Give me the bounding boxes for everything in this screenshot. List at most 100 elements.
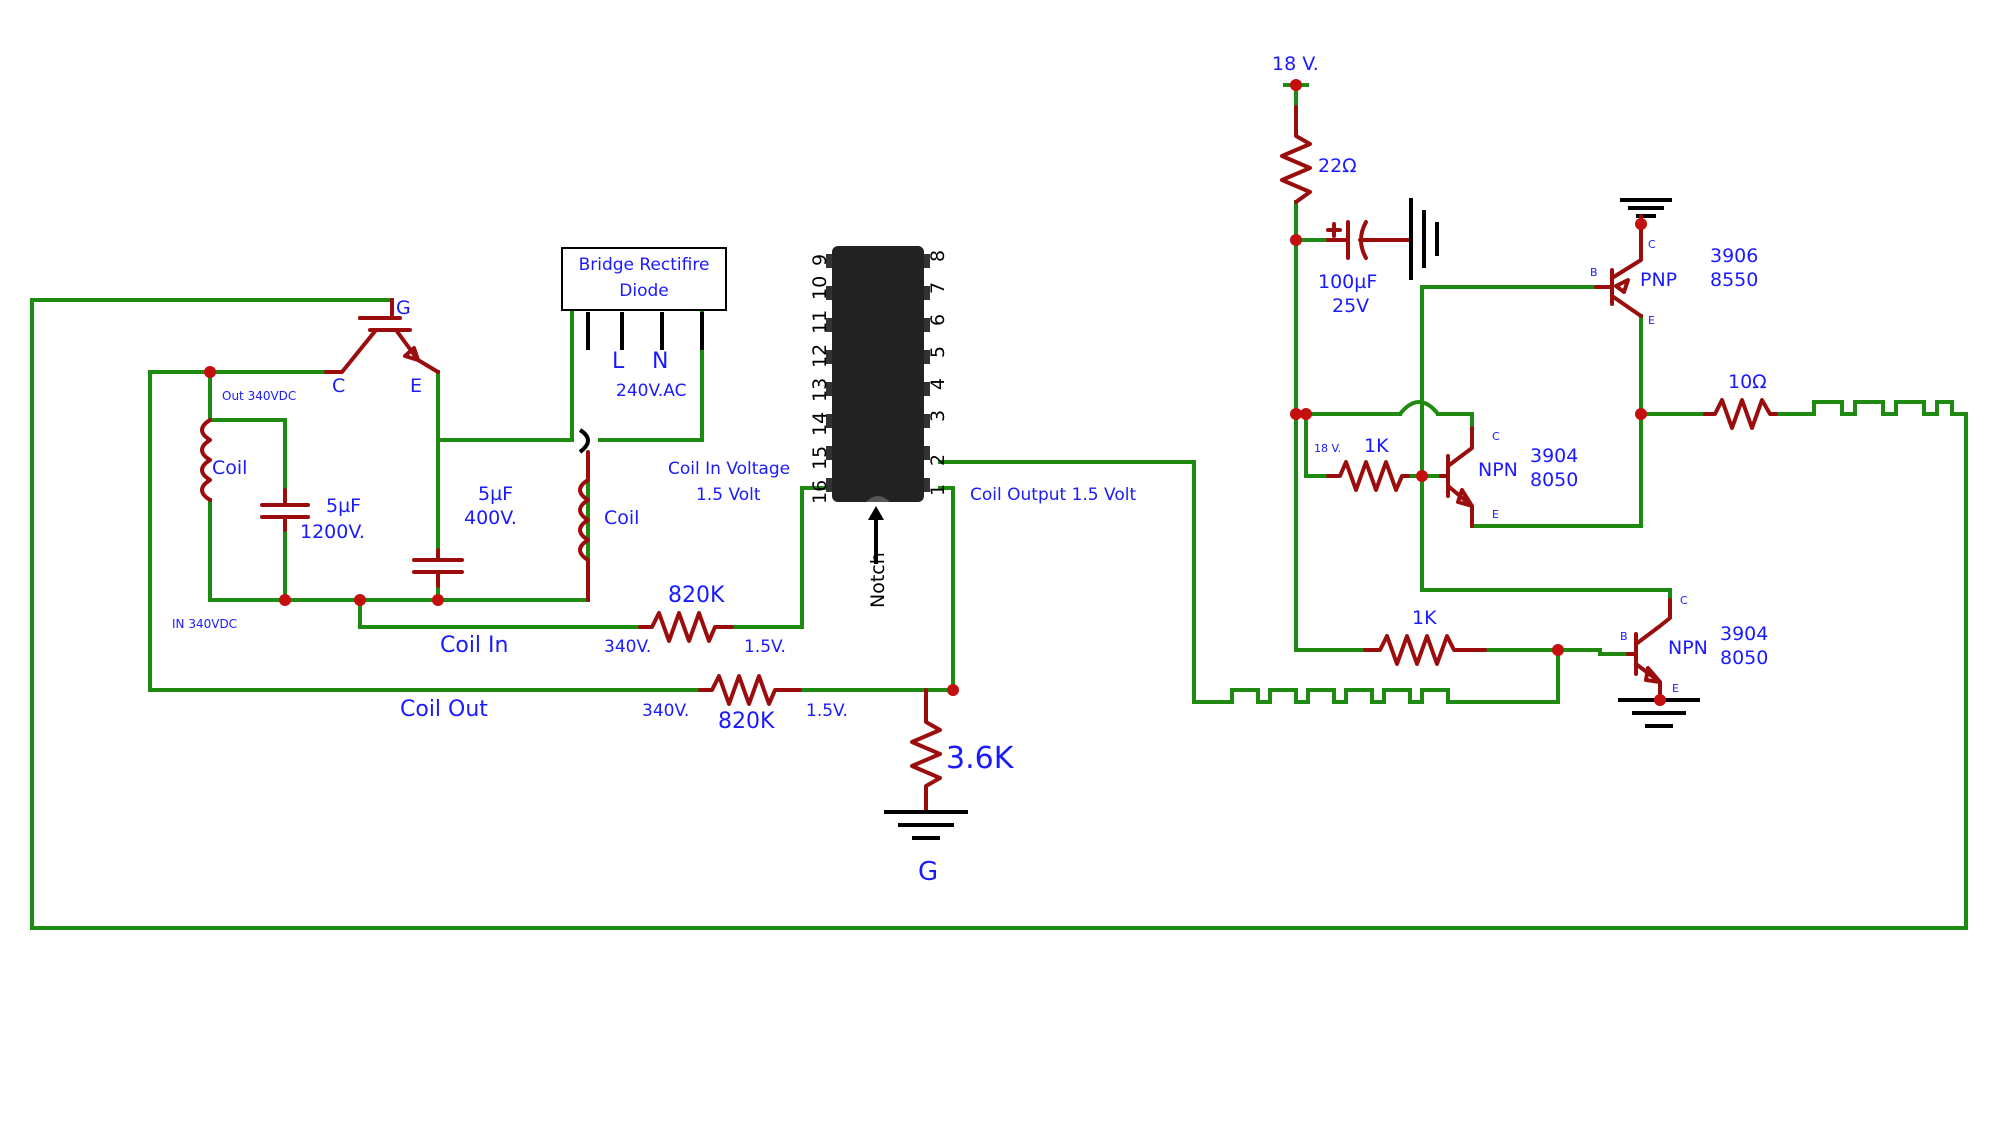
label-r820-top: 820K — [668, 583, 725, 608]
label-cap2-rating: 400V. — [464, 507, 517, 529]
ic-right-pin-numbers: 8 7 6 5 4 3 2 1 — [927, 250, 949, 496]
ground-symbol-3-6k — [884, 810, 968, 840]
bridge-rectifier — [561, 247, 727, 350]
label-bridge-n: N — [652, 349, 668, 374]
npn1-pin-e: E — [1492, 508, 1499, 521]
ic-pin-7: 7 — [927, 282, 949, 294]
label-r820-bot: 820K — [718, 709, 775, 734]
ic-pin-3: 3 — [927, 410, 949, 422]
ic-pin-2: 2 — [927, 454, 949, 466]
capacitor-5uf-1200v — [260, 488, 310, 532]
npn2-pin-c: C — [1680, 594, 1688, 607]
ground-symbol-cap — [1409, 198, 1439, 280]
label-coil-output: Coil Output 1.5 Volt — [970, 485, 1136, 505]
wire-crossover-jumpers — [578, 400, 1440, 454]
label-npn2-code2: 8050 — [1720, 647, 1768, 669]
ic-pin-16: 16 — [809, 480, 831, 504]
label-coil-out: Coil Out — [400, 697, 488, 722]
resistor-1k-bottom — [1363, 634, 1487, 666]
label-bridge-ac: 240V.AC — [616, 381, 687, 401]
label-r1k-bottom: 1K — [1412, 607, 1437, 629]
label-npn1-type: NPN — [1478, 459, 1518, 481]
inductor-coil-left — [200, 418, 212, 502]
labels: 18 V. 22Ω 100µF 25V C B E PNP 3906 8550 … — [172, 53, 1768, 887]
label-ground-g: G — [918, 857, 938, 887]
igbt-transistor — [324, 298, 440, 374]
resistor-1k-top — [1326, 460, 1410, 492]
resistor-820k-bottom — [698, 674, 802, 706]
label-pnp-code1: 3906 — [1710, 245, 1758, 267]
label-npn1-code1: 3904 — [1530, 445, 1578, 467]
label-18v: 18 V. — [1272, 53, 1319, 75]
label-bridge-l: L — [612, 349, 625, 374]
label-r10: 10Ω — [1728, 371, 1767, 393]
label-cap2-value: 5µF — [478, 483, 513, 505]
pnp-pin-b: B — [1590, 266, 1598, 279]
ic-pin-15: 15 — [809, 446, 831, 470]
label-pnp-type: PNP — [1640, 269, 1677, 291]
label-npn2-code1: 3904 — [1720, 623, 1768, 645]
label-coil-in-voltage-2: 1.5 Volt — [696, 485, 761, 505]
label-npn1-code2: 8050 — [1530, 469, 1578, 491]
ic-pin-4: 4 — [927, 378, 949, 390]
ic-pin-13: 13 — [809, 378, 831, 402]
label-c100-value: 100µF — [1318, 271, 1377, 293]
inductor-coil-middle — [578, 450, 590, 602]
label-cap1-rating: 1200V. — [300, 521, 365, 543]
label-r820-top-left: 340V. — [604, 637, 651, 657]
resistor-22-ohm — [1280, 105, 1312, 204]
label-igbt-e: E — [410, 375, 422, 397]
label-bridge-line2: Diode — [619, 281, 668, 301]
label-r820-bot-left: 340V. — [642, 701, 689, 721]
ic-pin-12: 12 — [809, 344, 831, 368]
resistor-10-ohm — [1703, 398, 1778, 430]
npn-transistor-1 — [1439, 426, 1474, 528]
label-notch: Notch — [867, 552, 889, 608]
resistor-820k-top — [638, 611, 734, 643]
label-coil-in-voltage-1: Coil In Voltage — [668, 459, 790, 479]
label-igbt-c: C — [332, 375, 345, 397]
label-r3-6k: 3.6K — [946, 741, 1015, 776]
ic-pin-14: 14 — [809, 412, 831, 436]
label-18v-small: 18 V. — [1314, 442, 1341, 455]
pnp-transistor — [1594, 198, 1672, 318]
label-bridge-line1: Bridge Rectifire — [579, 255, 710, 275]
ic-left-pin-numbers: 9 10 11 12 13 14 15 16 — [809, 254, 831, 504]
pnp-pin-e: E — [1648, 314, 1655, 327]
pnp-pin-c: C — [1648, 238, 1656, 251]
label-coil-middle: Coil — [604, 507, 639, 529]
npn-transistor-2 — [1626, 598, 1672, 702]
npn2-pin-b: B — [1620, 630, 1628, 643]
label-coil-in: Coil In — [440, 633, 508, 658]
label-pnp-code2: 8550 — [1710, 269, 1758, 291]
ic-left-leads — [826, 254, 832, 492]
label-coil-left: Coil — [212, 457, 247, 479]
label-r820-bot-right: 1.5V. — [806, 701, 848, 721]
label-igbt-g: G — [396, 297, 411, 319]
capacitor-5uf-400v — [412, 548, 464, 588]
npn2-pin-e: E — [1672, 682, 1679, 695]
wires — [30, 83, 1968, 930]
label-cap1-value: 5µF — [326, 495, 361, 517]
ic-pin-8: 8 — [927, 250, 949, 262]
capacitor-100uf — [1326, 220, 1413, 260]
label-r820-top-right: 1.5V. — [744, 637, 786, 657]
npn1-pin-c: C — [1492, 430, 1500, 443]
ic-pin-1: 1 — [927, 484, 949, 496]
resistor-3-6k — [910, 688, 942, 812]
ic-right-leads — [924, 254, 930, 492]
label-npn2-type: NPN — [1668, 637, 1708, 659]
ic-pin-10: 10 — [809, 276, 831, 300]
label-in-340vdc: IN 340VDC — [172, 617, 237, 631]
ic-pin-5: 5 — [927, 346, 949, 358]
ic-pin-11: 11 — [809, 310, 831, 334]
notch-arrow — [868, 506, 884, 564]
label-c100-rating: 25V — [1332, 295, 1369, 317]
ic-chip — [826, 246, 930, 502]
label-r1k-top: 1K — [1364, 435, 1389, 457]
junction-dots — [204, 79, 1666, 706]
ic-pin-6: 6 — [927, 314, 949, 326]
label-r22: 22Ω — [1318, 155, 1357, 177]
ic-pin-9: 9 — [809, 254, 831, 266]
